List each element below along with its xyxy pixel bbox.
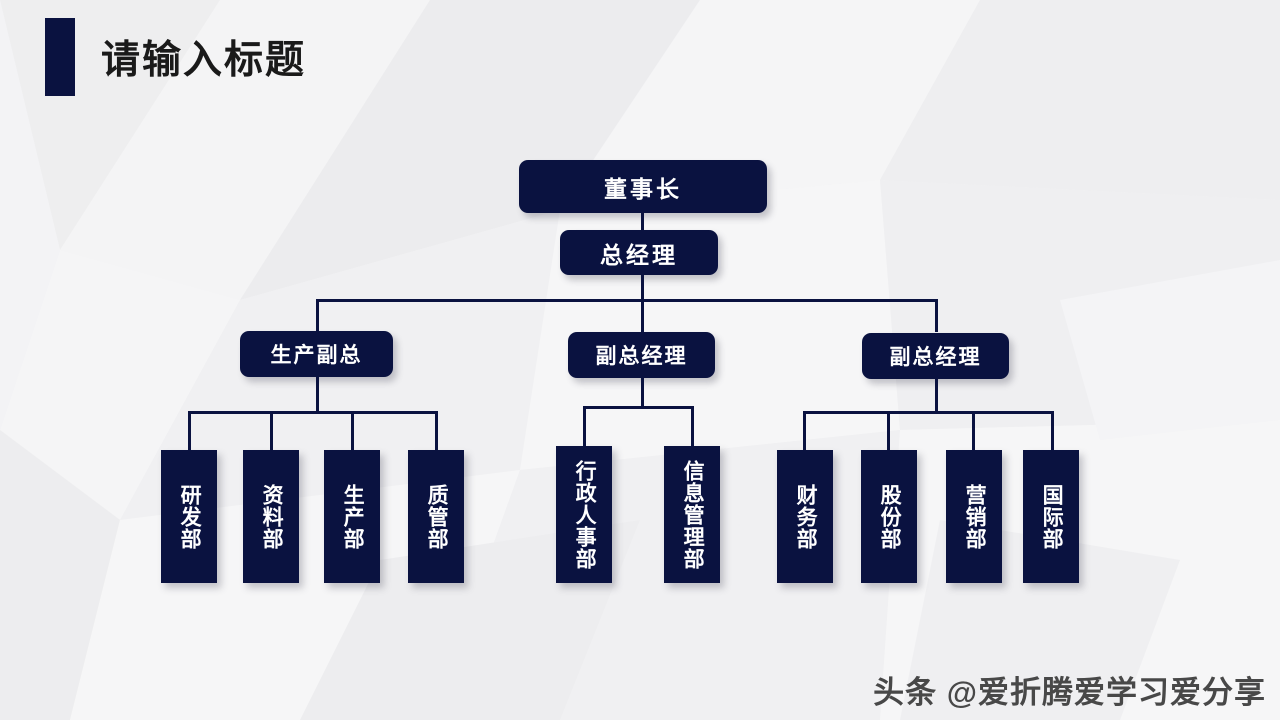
connector-manager-1-stem <box>316 376 319 412</box>
node-dept-international[interactable]: 国际部 <box>1023 450 1079 583</box>
connector-group-2-drop-1 <box>583 406 586 446</box>
node-general-manager[interactable]: 总经理 <box>560 230 718 275</box>
connector-manager-3-stem <box>935 378 938 412</box>
connector-bus-to-manager-1 <box>316 299 319 332</box>
connector-group-3-drop-1 <box>803 411 806 450</box>
connector-bus-to-manager-3 <box>935 299 938 332</box>
connector-group-1-drop-4 <box>435 411 438 450</box>
connector-manager-bus <box>316 299 938 302</box>
node-dept-rd[interactable]: 研发部 <box>161 450 217 583</box>
node-manager-vice-gm-1[interactable]: 副总经理 <box>568 332 715 378</box>
node-manager-vice-gm-2[interactable]: 副总经理 <box>862 333 1009 379</box>
node-dept-production[interactable]: 生产部 <box>324 450 380 583</box>
connector-group-3-drop-3 <box>972 411 975 450</box>
connector-group-1-drop-1 <box>188 411 191 450</box>
connector-bus-to-manager-2 <box>641 299 644 332</box>
connector-manager-2-stem <box>641 377 644 408</box>
connector-group-2-drop-2 <box>691 406 694 446</box>
connector-group-1-drop-3 <box>351 411 354 450</box>
connector-group-3-drop-2 <box>887 411 890 450</box>
node-dept-quality[interactable]: 质管部 <box>408 450 464 583</box>
connector-group-2-bus <box>583 406 694 409</box>
connector-chairman-to-gm <box>641 212 644 232</box>
page-title: 请输入标题 <box>101 38 307 82</box>
node-dept-shares[interactable]: 股份部 <box>861 450 917 583</box>
node-manager-production-vp[interactable]: 生产副总 <box>240 331 393 377</box>
connector-group-1-bus <box>188 411 438 414</box>
connector-gm-stem <box>641 274 644 302</box>
node-dept-information-management[interactable]: 信息管理部 <box>664 446 720 583</box>
watermark-text: 头条 @爱折腾爱学习爱分享 <box>873 675 1266 710</box>
node-dept-materials[interactable]: 资料部 <box>243 450 299 583</box>
page-title-area: 请输入标题 <box>45 18 306 96</box>
connector-group-1-drop-2 <box>270 411 273 450</box>
node-dept-admin-hr[interactable]: 行政人事部 <box>556 446 612 583</box>
title-accent-bar <box>45 18 75 96</box>
node-chairman[interactable]: 董事长 <box>519 160 767 213</box>
connector-group-3-bus <box>803 411 1054 414</box>
connector-group-3-drop-4 <box>1051 411 1054 450</box>
node-dept-finance[interactable]: 财务部 <box>777 450 833 583</box>
node-dept-marketing[interactable]: 营销部 <box>946 450 1002 583</box>
